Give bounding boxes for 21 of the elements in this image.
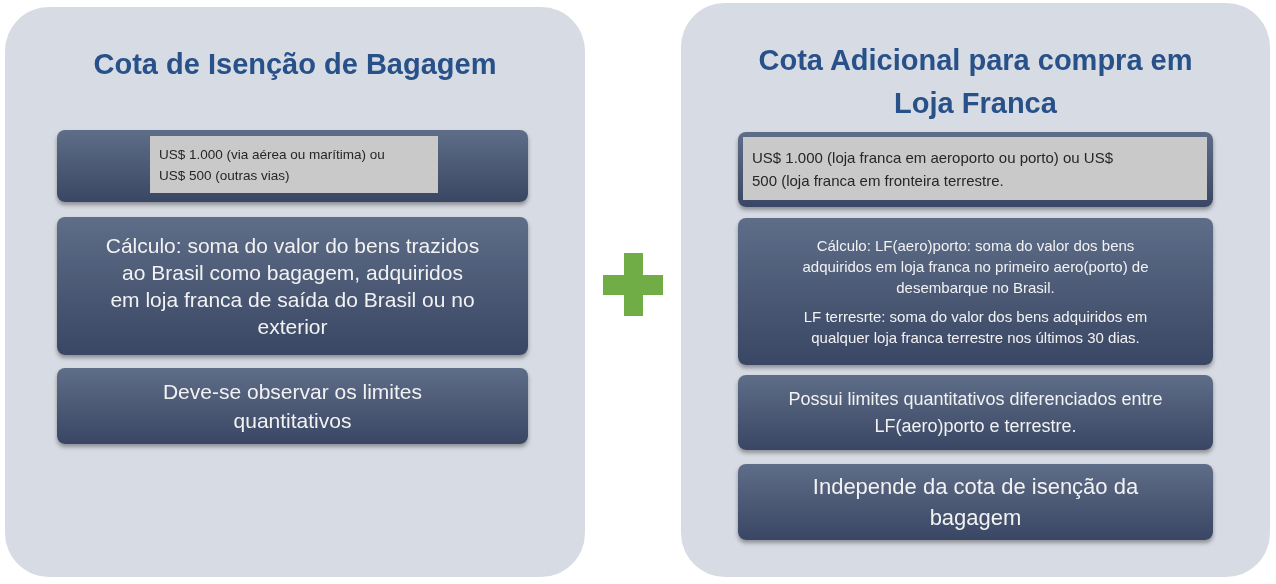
info-box [57,130,528,202]
info-box [57,217,528,355]
panel-title: Cota Adicional para compra em Loja Franca [757,43,1194,121]
box-text: LF terresrte: soma do valor dos bens adquiridos em qualquer loja franca terrestre nos últimos 30 dias. [802,307,1149,348]
box-text: Independe da cota de isenção da bagagem [811,473,1140,532]
box-text: Possui limites quantitativos diferenciados entre LF(aero)porto e terrestre. [787,387,1164,438]
value-label [743,137,1207,200]
info-box [57,368,528,444]
info-box [738,132,1213,207]
box-text: Cálculo: soma do valor do bens trazidos ao Brasil como bagagem, adquiridos em loja franca de saída do Brasil ou no exterior [105,233,480,340]
value-text: US$ 1.000 (loja franca em aeroporto ou porto) ou US$ 500 (loja franca em fronteira terrestre. [752,147,1115,191]
rounded-panel [681,3,1270,577]
info-box [738,464,1213,540]
rounded-panel [5,7,585,577]
box-text: Deve-se observar os limites quantitativos [161,379,424,434]
panel-title: Cota de Isenção de Bagagem [93,47,497,82]
value-text: US$ 1.000 (via aérea ou marítima) ou US$ 500 (outras vias) [159,145,386,185]
value-label [150,136,438,193]
box-text: Cálculo: LF(aero)porto: soma do valor dos bens adquiridos em loja franca no primeiro aero(porto) de desembarque no Brasil. [801,236,1150,298]
info-box [738,218,1213,365]
info-box [738,375,1213,450]
